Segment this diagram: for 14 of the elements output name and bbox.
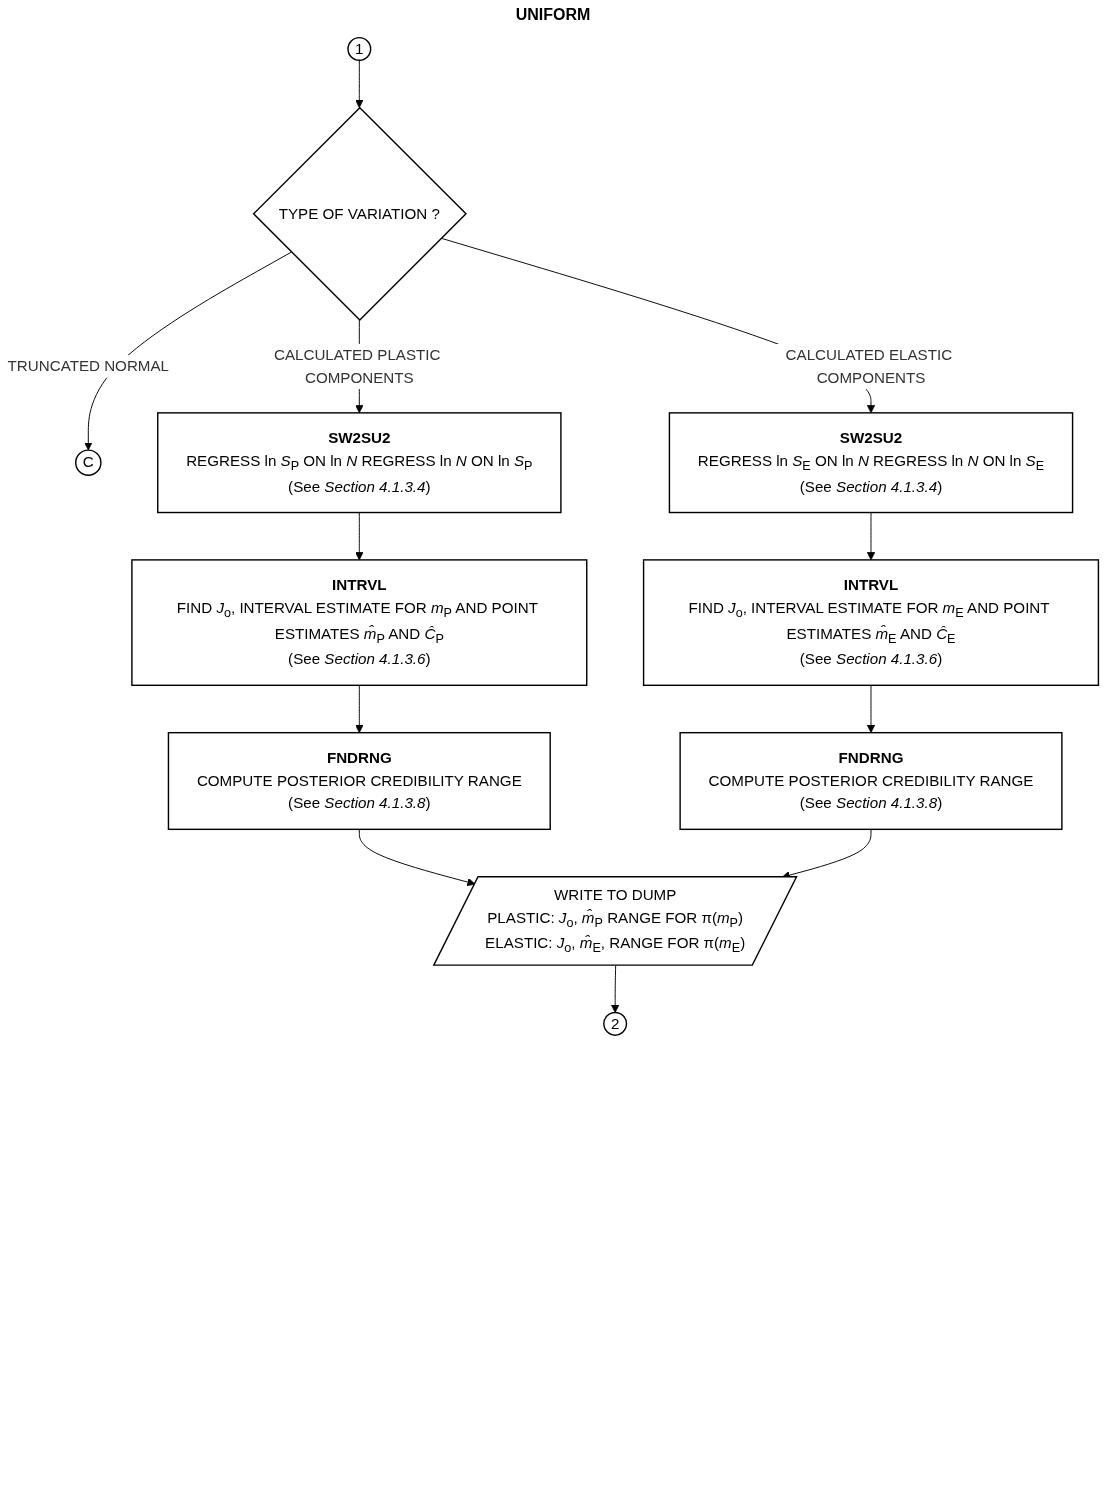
node-box: SW2SU2 REGRESS ln S$_{E}$ ON ln N REGRESS ln N ON ln S$_{E}$ (See Section 4.1.3.4) — [668, 412, 1074, 514]
node-circle: C — [75, 449, 102, 476]
edge-label: CALCULATED ELASTIC COMPONENTS — [785, 346, 953, 386]
node-diamond: TYPE OF VARIATION ? — [252, 106, 467, 321]
node-box: FNDRNG COMPUTE POSTERIOR CREDIBILITY RANGE (See Section 4.1.3.8) — [679, 731, 1063, 831]
node-box: INTRVL FIND J$_{o}$, INTERVAL ESTIMATE FOR m$_{E}$ AND POINT ESTIMATES m̂$_{E}$ AND Ĉ$_{E}$ (See Section 4.1.3.6) — [642, 559, 1100, 686]
edge-label: CALCULATED PLASTIC COMPONENTS — [273, 346, 441, 386]
node-box: INTRVL FIND J$_{o}$, INTERVAL ESTIMATE FOR m$_{P}$ AND POINT ESTIMATES m̂$_{P}$ AND Ĉ$_{P}$ (See Section 4.1.3.6) — [131, 559, 588, 686]
node-circle: 2 — [603, 1011, 628, 1036]
node-box: SW2SU2 REGRESS ln S$_{P}$ ON ln N REGRESS ln N ON ln S$_{P}$ (See Section 4.1.3.4) — [157, 412, 562, 514]
node-circle: 1 — [347, 36, 372, 61]
edge-label: TRUNCATED NORMAL — [7, 357, 170, 375]
node-box: FNDRNG COMPUTE POSTERIOR CREDIBILITY RANGE (See Section 4.1.3.8) — [167, 731, 551, 831]
branch-label: UNIFORM — [515, 6, 591, 23]
